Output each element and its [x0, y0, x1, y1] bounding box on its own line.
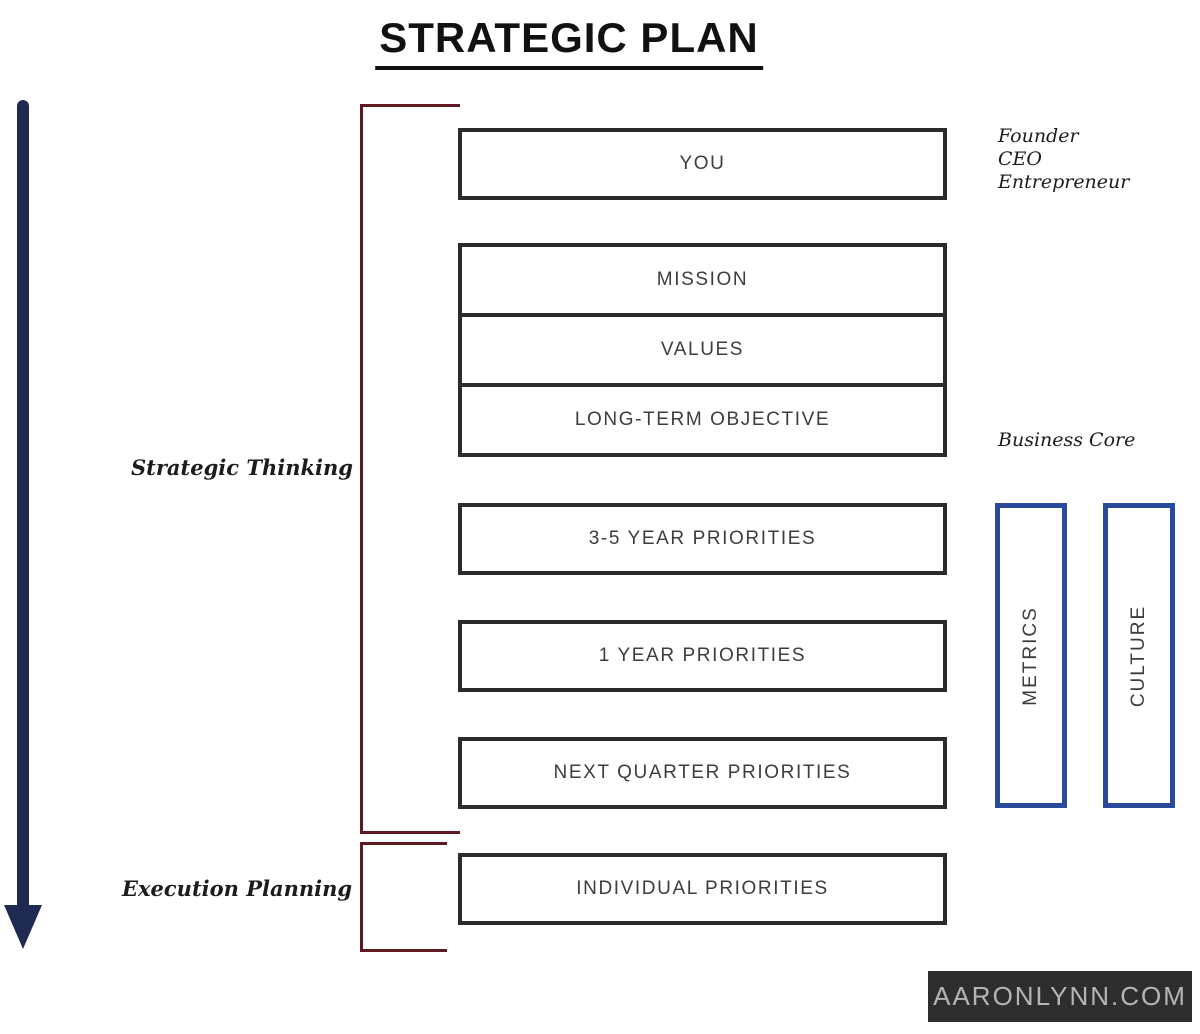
role-founder: Founder: [998, 125, 1079, 147]
box-metrics-label: METRICS: [1020, 605, 1041, 706]
site-badge: AARONLYNN.COM: [928, 971, 1192, 1022]
box-long-term-objective-label: LONG-TERM OBJECTIVE: [574, 409, 831, 430]
box-values: VALUES: [462, 313, 943, 383]
execution-planning-bracket: [360, 842, 447, 952]
box-long-term-objective: LONG-TERM OBJECTIVE: [462, 383, 943, 453]
box-you: YOU: [458, 128, 947, 200]
site-badge-label: AARONLYNN.COM: [933, 981, 1187, 1011]
timeline-arrow-shaft: [17, 100, 29, 907]
page-title: STRATEGIC PLAN: [375, 14, 763, 70]
box-you-label: YOU: [679, 153, 726, 174]
box-1-year-priorities: 1 YEAR PRIORITIES: [458, 620, 947, 692]
box-3-5-year-priorities: 3-5 YEAR PRIORITIES: [458, 503, 947, 575]
role-entrepreneur: Entrepreneur: [998, 171, 1130, 193]
box-metrics: METRICS: [995, 503, 1067, 808]
box-next-quarter-priorities-label: NEXT QUARTER PRIORITIES: [553, 762, 852, 783]
box-mission-label: MISSION: [656, 269, 749, 290]
box-next-quarter-priorities: NEXT QUARTER PRIORITIES: [458, 737, 947, 809]
execution-planning-label: Execution Planning: [122, 876, 353, 901]
strategic-thinking-label: Strategic Thinking: [131, 455, 353, 480]
strategic-thinking-bracket: [360, 104, 460, 834]
box-culture-label: CULTURE: [1128, 604, 1150, 707]
box-culture: CULTURE: [1103, 503, 1175, 808]
business-core-group: MISSION VALUES LONG-TERM OBJECTIVE: [458, 243, 947, 457]
business-core-annotation: Business Core: [998, 429, 1136, 451]
box-individual-priorities: INDIVIDUAL PRIORITIES: [458, 853, 947, 925]
timeline-arrow-head-icon: [4, 905, 42, 949]
box-3-5-year-priorities-label: 3-5 YEAR PRIORITIES: [588, 528, 817, 549]
box-values-label: VALUES: [660, 339, 745, 360]
box-individual-priorities-label: INDIVIDUAL PRIORITIES: [576, 878, 829, 899]
you-roles-annotation: Founder CEO Entrepreneur: [998, 125, 1129, 194]
role-ceo: CEO: [998, 148, 1042, 170]
box-mission: MISSION: [462, 247, 943, 313]
box-1-year-priorities-label: 1 YEAR PRIORITIES: [598, 645, 807, 666]
